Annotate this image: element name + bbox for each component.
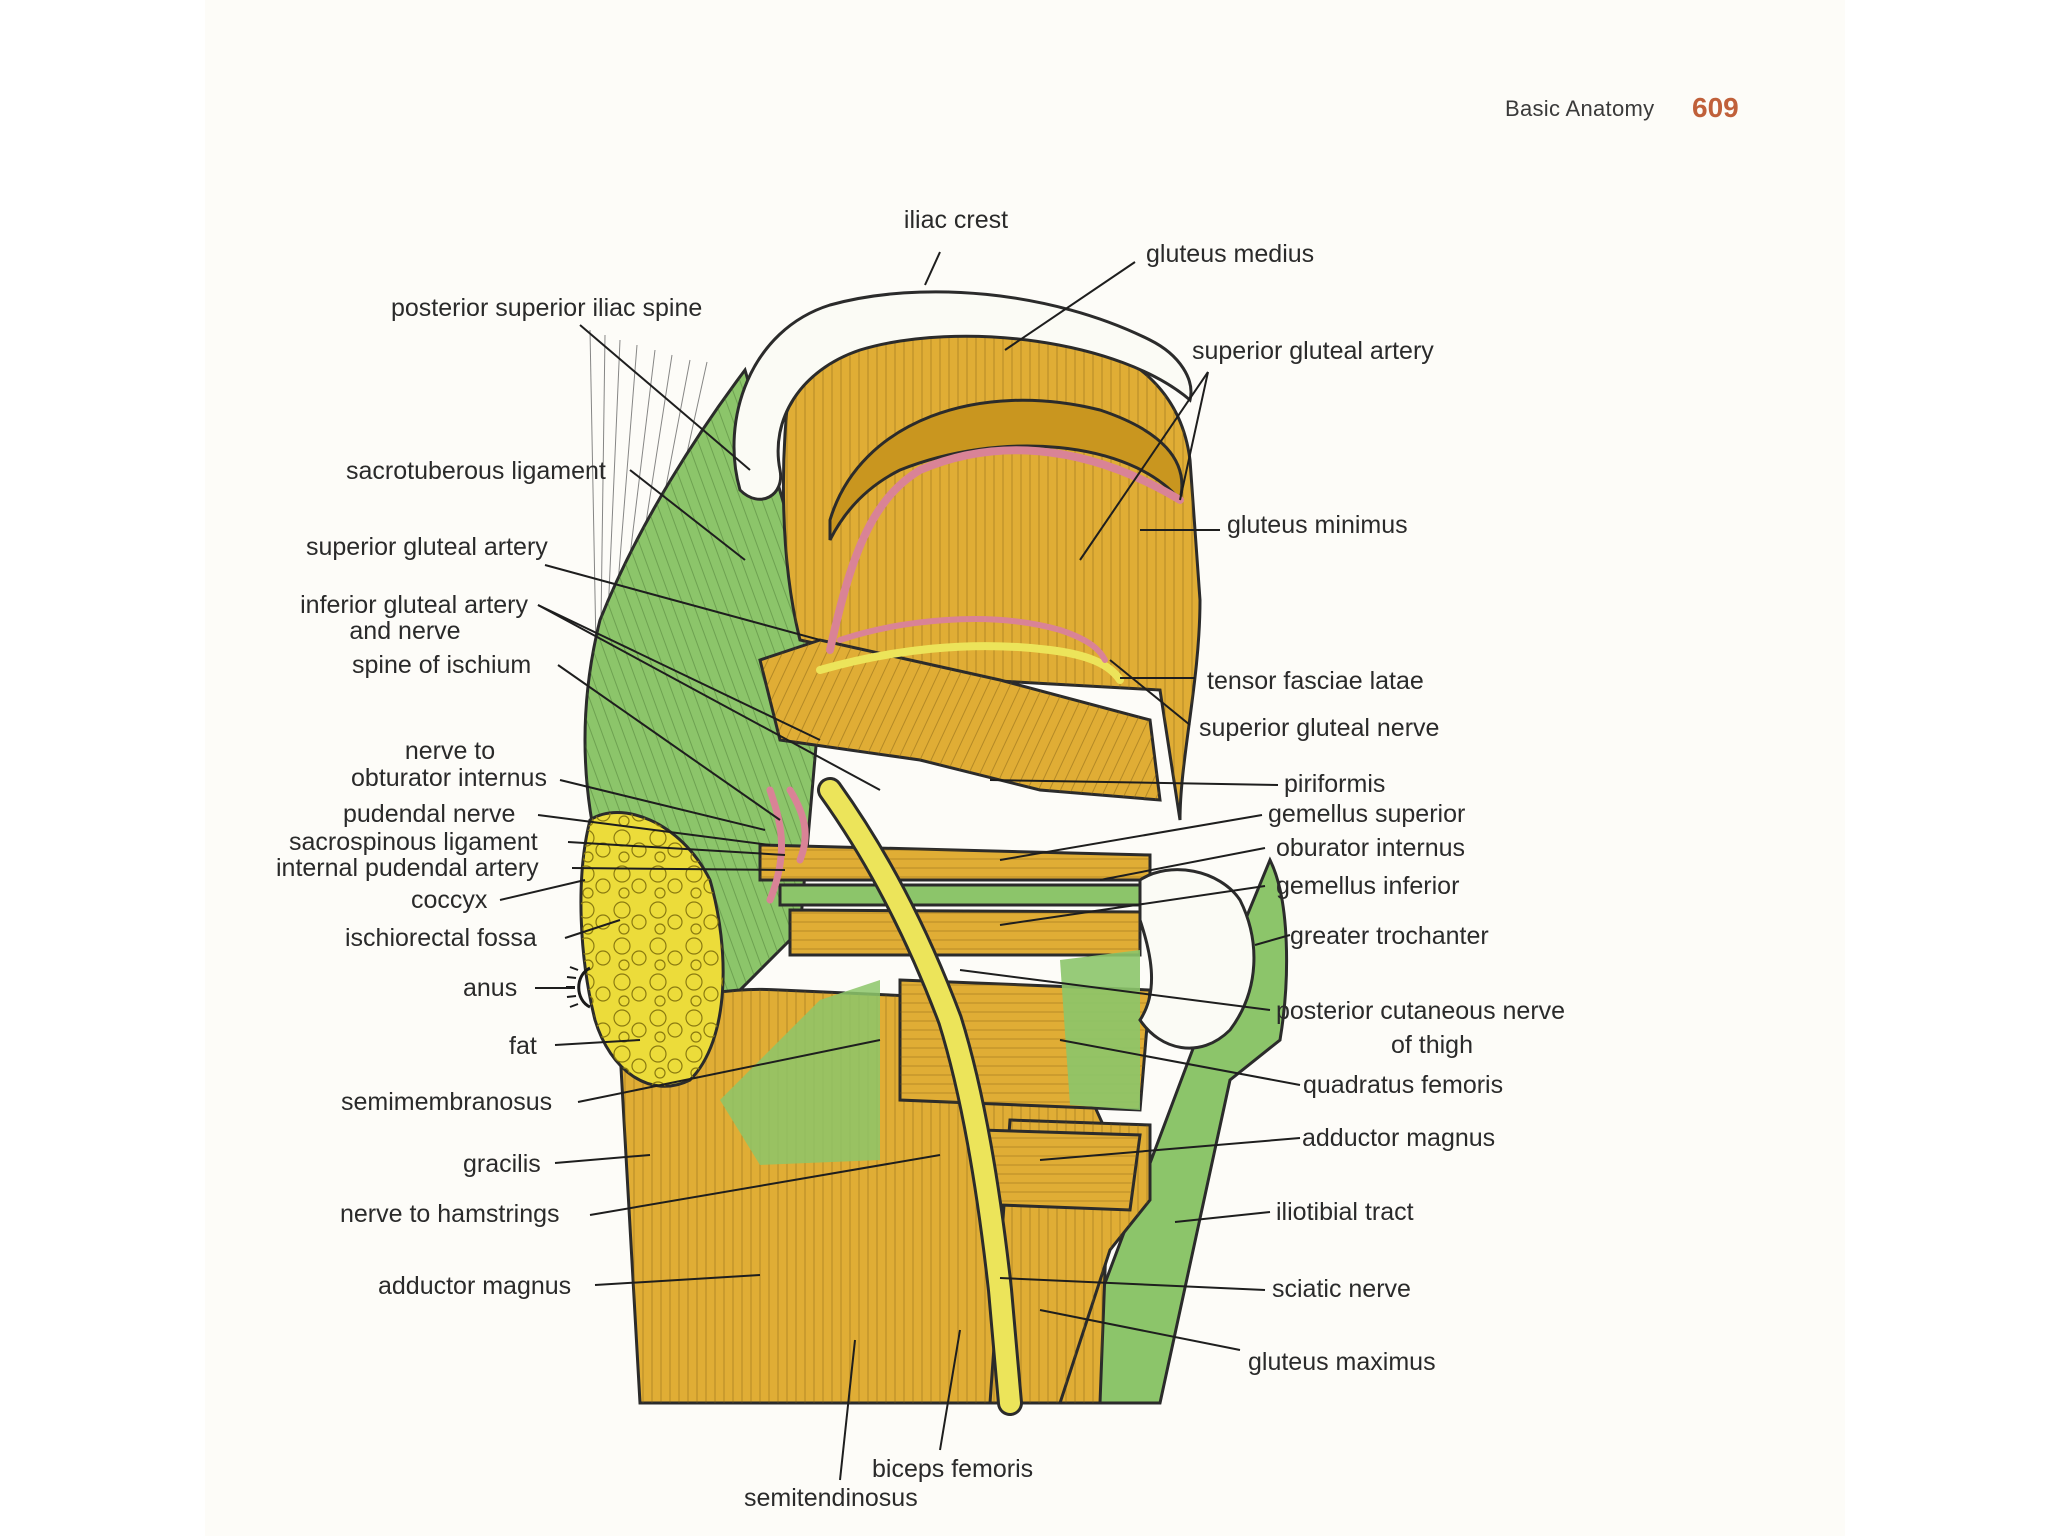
label-sacrospinous-ligament: sacrospinous ligament [289, 828, 538, 856]
inferior-gluteal-vessels [766, 786, 785, 904]
hamstring-green-overlay [720, 980, 880, 1165]
anus-marker [566, 966, 591, 1009]
label-semimembranosus: semimembranosus [341, 1088, 552, 1116]
label-nerve-to: nerve to [405, 737, 495, 765]
label-nerve-to-hamstrings: nerve to hamstrings [340, 1200, 560, 1228]
label-spine-of-ischium: spine of ischium [352, 651, 531, 679]
label-gemellus-inferior: gemellus inferior [1276, 872, 1459, 900]
label-iliac-crest: iliac crest [904, 206, 1008, 234]
label-coccyx: coccyx [411, 886, 488, 914]
superior-gluteal-artery [826, 446, 1184, 654]
label-oburator-internus: oburator internus [1276, 834, 1465, 862]
quadratus-green-patch [1060, 950, 1140, 1110]
label-biceps-femoris: biceps femoris [872, 1455, 1033, 1483]
obturator-internus-green [778, 883, 1142, 907]
label-adductor-magnus-right: adductor magnus [1302, 1124, 1495, 1152]
label-semitendinosus: semitendinosus [744, 1484, 918, 1512]
label-anus: anus [463, 974, 517, 1002]
label-of-thigh: of thigh [1391, 1031, 1473, 1059]
label-piriformis: piriformis [1284, 770, 1385, 798]
superior-gluteal-nerve [816, 642, 1124, 684]
label-superior-gluteal-artery-left: superior gluteal artery [306, 533, 548, 561]
label-greater-trochanter: greater trochanter [1290, 922, 1489, 950]
label-gemellus-superior: gemellus superior [1268, 800, 1465, 828]
label-posterior-cutaneous-nerve: posterior cutaneous nerve [1276, 997, 1565, 1025]
label-gluteus-minimus: gluteus minimus [1227, 511, 1408, 539]
label-inferior-gluteal-artery: inferior gluteal artery [300, 591, 528, 619]
label-quadratus-femoris: quadratus femoris [1303, 1071, 1503, 1099]
label-ischiorectal-fossa: ischiorectal fossa [345, 924, 537, 952]
label-posterior-superior-iliac-spine: posterior superior iliac spine [391, 294, 702, 322]
label-fat: fat [509, 1032, 537, 1060]
label-pudendal-nerve: pudendal nerve [343, 800, 515, 828]
label-internal-pudendal-artery: internal pudendal artery [276, 854, 539, 882]
label-tensor-fasciae-latae: tensor fasciae latae [1207, 667, 1424, 695]
label-gluteus-medius: gluteus medius [1146, 240, 1314, 268]
page-number: 609 [1692, 92, 1739, 123]
label-sacrotuberous-ligament: sacrotuberous ligament [346, 457, 606, 485]
label-and-nerve: and nerve [349, 617, 460, 645]
leader-lines [499, 251, 1301, 1481]
label-obturator-internus-nerve: obturator internus [351, 764, 547, 792]
running-head-section: Basic Anatomy [1505, 96, 1655, 121]
label-adductor-magnus-left: adductor magnus [378, 1272, 571, 1300]
label-superior-gluteal-artery-right: superior gluteal artery [1192, 337, 1434, 365]
label-gracilis: gracilis [463, 1150, 541, 1178]
label-gluteus-maximus: gluteus maximus [1248, 1348, 1436, 1376]
label-sciatic-nerve: sciatic nerve [1272, 1275, 1411, 1303]
label-iliotibial-tract: iliotibial tract [1276, 1198, 1414, 1226]
label-superior-gluteal-nerve: superior gluteal nerve [1199, 714, 1439, 742]
diagram-labels: iliac crest gluteus medius posterior sup… [276, 206, 1565, 1512]
